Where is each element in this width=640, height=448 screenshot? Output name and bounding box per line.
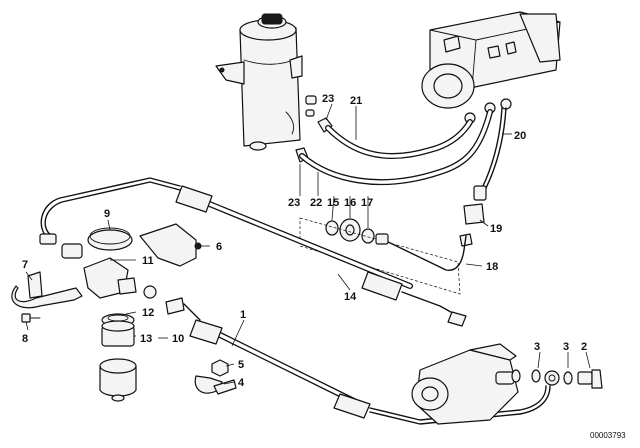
diagram-code: 00003793 [590, 431, 626, 440]
callout-3-right: 3 [563, 341, 569, 353]
fluid-reservoir [215, 13, 303, 151]
hose-1 [165, 297, 551, 425]
bolt-2 [577, 369, 603, 389]
callout-12: 12 [142, 307, 154, 319]
callout-10: 10 [172, 333, 184, 345]
assembly-outline [299, 217, 461, 295]
callout-14: 14 [344, 291, 357, 303]
callout-23-bottom: 23 [288, 197, 300, 209]
bolt-8 [21, 313, 41, 323]
nut-5 [211, 359, 229, 377]
callout-19: 19 [490, 223, 502, 235]
valve-unit [421, 11, 561, 124]
callout-7: 7 [22, 259, 28, 271]
clamp-4 [194, 375, 237, 395]
pump-11 [83, 257, 157, 299]
callout-11: 11 [142, 255, 154, 267]
fitting-19 [459, 203, 485, 247]
hose-14 [175, 185, 467, 327]
callout-18: 18 [486, 261, 498, 273]
callout-3-left: 3 [534, 341, 540, 353]
clamp-9 [87, 227, 133, 251]
callout-8: 8 [22, 333, 28, 345]
hose-21 [325, 119, 473, 160]
return-pipe [39, 177, 181, 259]
filter-housing-10 [99, 358, 137, 402]
callout-21: 21 [350, 95, 362, 107]
callout-20: 20 [514, 130, 526, 142]
callout-13: 13 [140, 333, 152, 345]
washer-3-right [563, 371, 573, 385]
callout-16: 16 [344, 197, 356, 209]
callout-15: 15 [327, 197, 339, 209]
callout-9: 9 [104, 208, 110, 220]
bracket-6 [139, 223, 202, 267]
washer-3-left [531, 369, 541, 383]
callout-17: 17 [361, 197, 373, 209]
steering-gear [411, 343, 521, 425]
hose-22 [299, 109, 493, 186]
bracket-7 [11, 271, 83, 309]
seal-rings [325, 218, 375, 244]
callout-4: 4 [238, 377, 245, 389]
callout-1: 1 [240, 309, 246, 321]
filter-13 [101, 320, 135, 347]
line-20 [473, 107, 507, 201]
banjo-fitting [544, 370, 560, 386]
callout-23-top: 23 [322, 93, 334, 105]
line-18 [375, 233, 467, 271]
leader-lines [25, 103, 591, 385]
callout-22: 22 [310, 197, 322, 209]
callout-6: 6 [216, 241, 222, 253]
callout-5: 5 [238, 359, 244, 371]
callout-2: 2 [581, 341, 587, 353]
